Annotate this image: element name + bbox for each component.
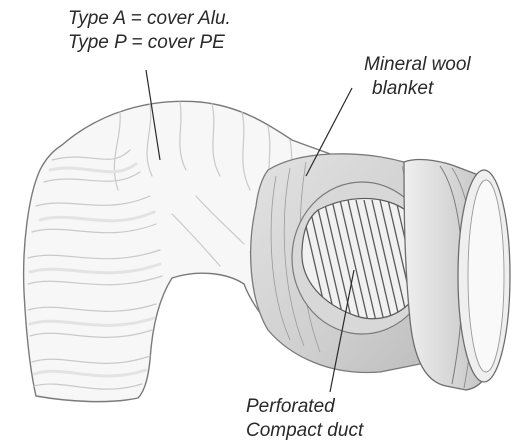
mineral-wool-label-line1: Mineral wool [364,54,471,76]
perforated-duct-label-line2: Compact duct [246,420,363,442]
cover-type-a-label: Type A = cover Alu. [68,8,231,30]
mineral-wool-label-line2: blanket [372,78,433,100]
collar-inner-lip [468,180,504,372]
cover-type-p-label: Type P = cover PE [68,32,225,54]
perforated-duct-label-line1: Perforated [246,396,335,418]
